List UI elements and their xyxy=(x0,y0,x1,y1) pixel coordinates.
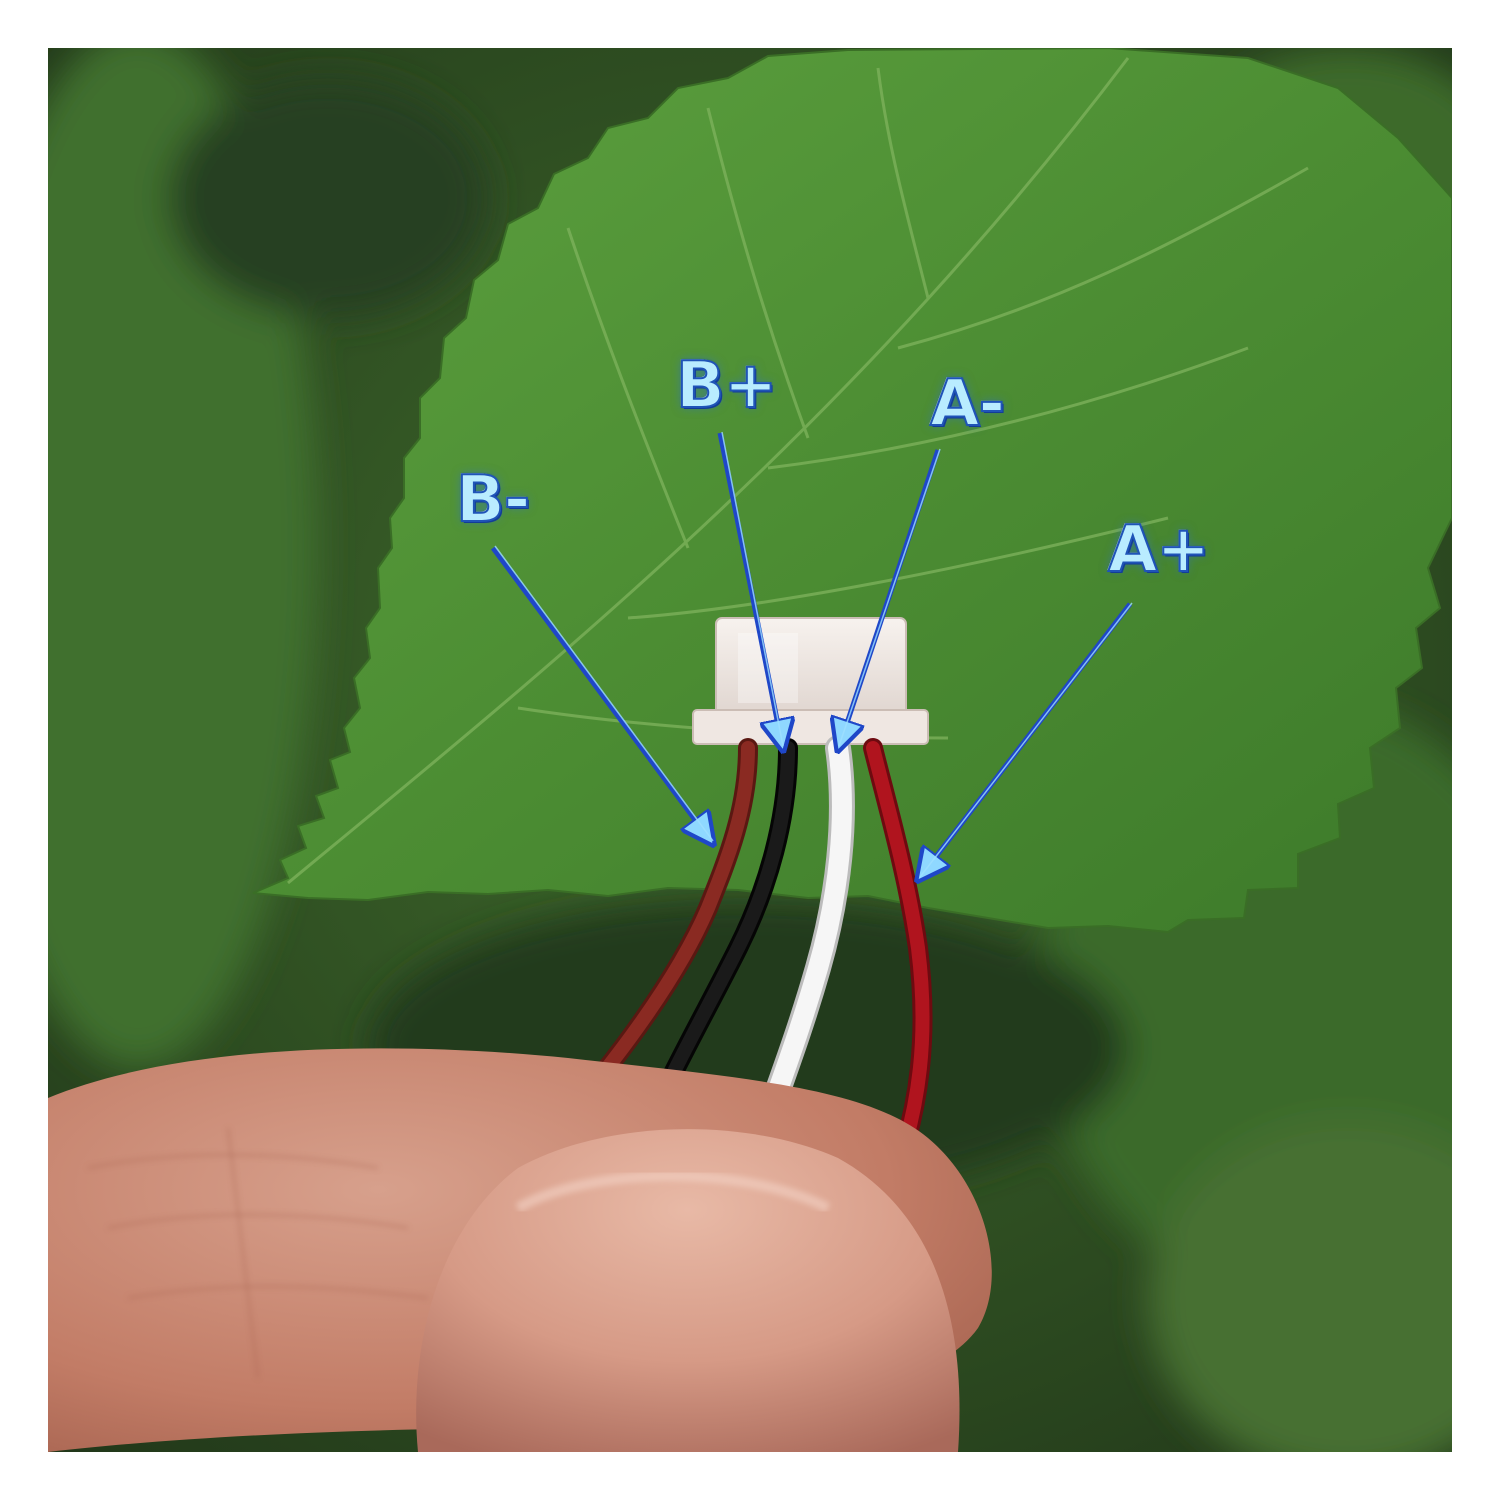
thumbnail-highlight xyxy=(515,1171,831,1213)
product-photo xyxy=(48,48,1452,1452)
label-b-plus: B+ xyxy=(675,349,778,423)
finger-creases xyxy=(87,1127,429,1379)
photo-scene xyxy=(48,48,1452,1452)
label-a-minus: A- xyxy=(929,367,1006,441)
connector xyxy=(692,617,929,745)
label-a-plus: A+ xyxy=(1107,513,1211,587)
label-b-minus: B- xyxy=(455,463,531,537)
arrow-highlights xyxy=(494,431,1133,878)
leaf xyxy=(252,48,1452,934)
arrow-b-plus xyxy=(717,432,783,750)
arrow-b-minus xyxy=(490,546,713,844)
